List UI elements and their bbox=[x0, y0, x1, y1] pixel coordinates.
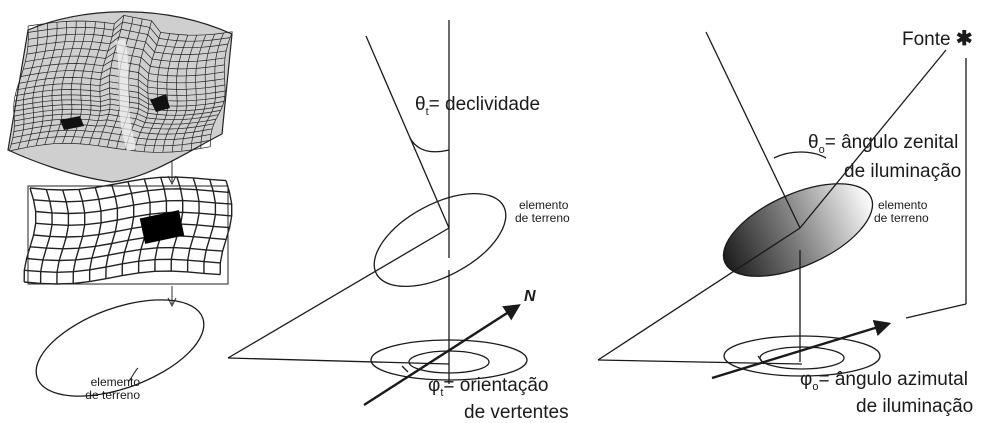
mesh-line bbox=[35, 211, 232, 227]
azimuth-arrow bbox=[711, 319, 892, 380]
middle-geometry bbox=[227, 20, 528, 407]
mesh-line bbox=[11, 136, 211, 147]
mesh-line bbox=[27, 36, 227, 55]
right-geometry bbox=[597, 31, 967, 380]
mesh-line bbox=[14, 118, 214, 130]
terrain-mesh-zoom bbox=[23, 176, 233, 285]
mesh-line bbox=[29, 176, 227, 191]
mesh-line bbox=[14, 108, 219, 121]
base-ellipse-outer-right bbox=[723, 335, 881, 377]
mesh-line bbox=[24, 258, 221, 274]
mesh-line bbox=[28, 21, 231, 42]
right-projection-line-a bbox=[597, 227, 801, 361]
mesh-line bbox=[24, 270, 221, 285]
slope-arc bbox=[409, 137, 450, 153]
azimuth-arc-arrow bbox=[757, 355, 765, 365]
projection-line-b bbox=[227, 357, 450, 365]
projection-line-a bbox=[227, 227, 450, 359]
terrain-element-ellipse-left bbox=[35, 299, 205, 397]
selected-cell bbox=[139, 210, 185, 244]
terrain-label-right: elemento de terreno bbox=[874, 198, 929, 225]
base-ellipse-outer-mid bbox=[370, 339, 528, 381]
mesh-line bbox=[9, 143, 211, 153]
terrain-label-left: elemento de terreno bbox=[85, 375, 140, 402]
terrain-element-ellipse-mid bbox=[373, 192, 507, 288]
mesh-line bbox=[33, 223, 230, 238]
right-surface-normal bbox=[705, 31, 801, 229]
zenith-arc bbox=[773, 151, 827, 159]
mesh-line bbox=[28, 28, 228, 49]
mesh-line bbox=[14, 113, 217, 125]
surface-normal-line bbox=[365, 35, 450, 229]
slope-label: θt= declividade bbox=[415, 94, 541, 118]
azimuth-label: φo= ângulo azimutal de iluminação bbox=[800, 369, 974, 417]
mesh-line bbox=[33, 188, 230, 203]
zenith-label: θo= ângulo zenital de iluminação bbox=[808, 132, 962, 182]
mesh-line bbox=[13, 124, 213, 135]
source-label: Fonte ✱ bbox=[902, 28, 973, 50]
mesh-line bbox=[12, 129, 212, 141]
right-projection-line-b bbox=[597, 359, 803, 365]
source-star-icon: ✱ bbox=[955, 28, 973, 50]
north-label: N bbox=[524, 288, 536, 305]
down-arrow-1 bbox=[167, 160, 177, 186]
aspect-label: φt= orientação de vertentes bbox=[428, 375, 569, 423]
down-arrow-2 bbox=[167, 286, 177, 308]
mesh-line bbox=[27, 15, 233, 36]
source-projection-line bbox=[905, 303, 967, 319]
mesh-line bbox=[30, 235, 227, 250]
terrain-label-mid: elemento de terreno bbox=[515, 198, 570, 225]
mesh-line bbox=[26, 246, 223, 262]
terrain-mesh-3d bbox=[7, 11, 233, 183]
aspect-arc-arrow bbox=[401, 365, 409, 373]
mesh-line bbox=[35, 199, 232, 215]
illumination-ray bbox=[799, 49, 947, 229]
terrain-label-leader-left bbox=[127, 367, 139, 383]
north-arrow bbox=[363, 304, 521, 407]
